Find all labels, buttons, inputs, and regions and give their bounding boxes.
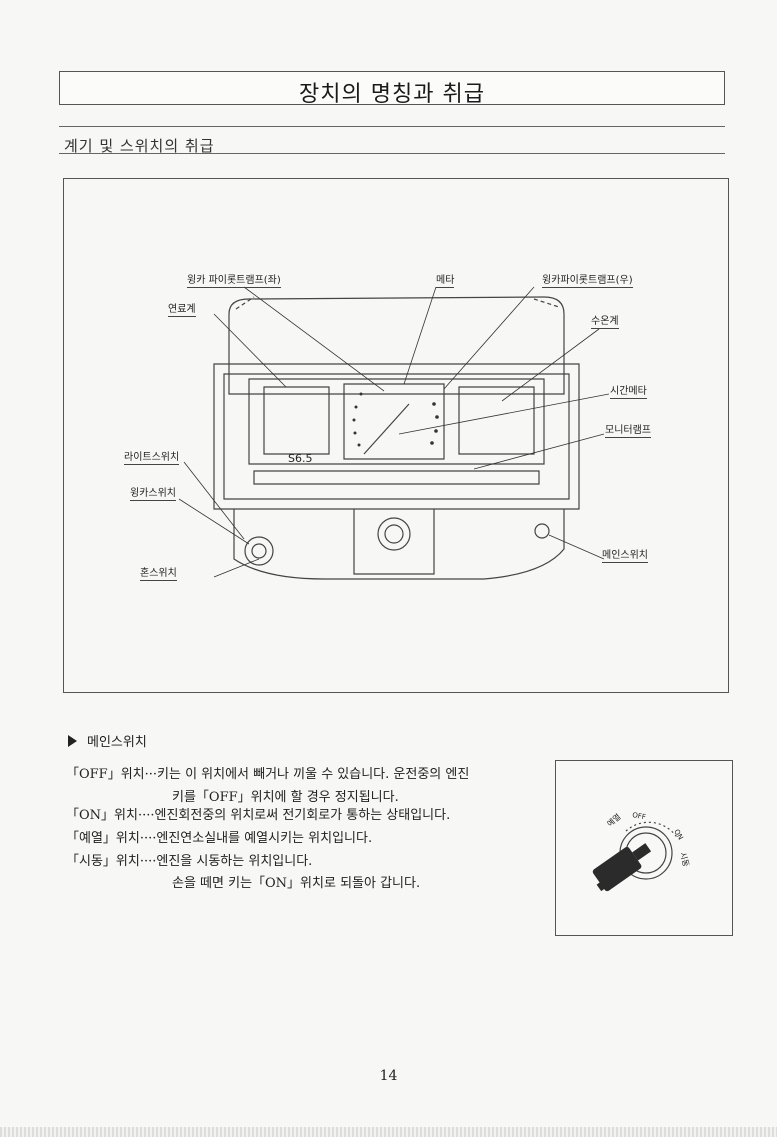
label-water-temp-gauge: 수온계 [591, 312, 619, 329]
key-pos-off: OFF [632, 811, 647, 821]
label-meter: 메타 [436, 271, 455, 288]
triangle-bullet-icon [68, 735, 77, 747]
text-line-on: 「ON」위치····엔진회전중의 위치로써 전기회로가 통하는 상태입니다. [66, 808, 451, 823]
key-switch-illustration: 예열 OFF ON 시동 [555, 760, 733, 936]
key-pos-on: ON [672, 828, 684, 841]
text-line-start-1: 「시동」위치····엔진을 시동하는 위치입니다. [66, 854, 313, 869]
instrument-panel-figure: 윙카 파이롯트램프(좌) 메타 윙카파이롯트램프(우) 연료계 수온계 시간메타… [63, 178, 729, 693]
subtitle-top-rule [59, 126, 725, 127]
key-pos-start: 시동 [678, 851, 691, 868]
label-winker-switch: 윙카스위치 [130, 484, 176, 501]
text-line-off-1: 「OFF」위치···키는 이 위치에서 빼거나 끼울 수 있습니다. 운전중의 … [66, 767, 470, 782]
label-main-switch: 메인스위치 [602, 546, 648, 563]
text-line-preheat: 「예열」위치····엔진연소실내를 예열시키는 위치입니다. [66, 831, 373, 846]
label-light-switch: 라이트스위치 [124, 448, 180, 465]
label-fuel-gauge: 연료계 [168, 300, 196, 317]
page-title: 장치의 명칭과 취급 [299, 82, 485, 107]
subtitle-bottom-rule [59, 153, 725, 154]
main-switch-heading-text: 메인스위치 [87, 735, 147, 750]
page-number: 14 [379, 1068, 398, 1084]
text-line-off-2: 키를「OFF」위치에 할 경우 정지됩니다. [172, 790, 399, 805]
label-winker-pilot-right: 윙카파이롯트램프(우) [542, 271, 633, 288]
key-pos-preheat: 예열 [605, 811, 623, 828]
page-title-box: 장치의 명칭과 취급 [59, 71, 725, 107]
section-subtitle: 계기 및 스위치의 취급 [64, 137, 215, 155]
label-horn-switch: 혼스위치 [140, 564, 177, 581]
key-icon: 예열 OFF ON 시동 [592, 811, 691, 892]
label-winker-pilot-left: 윙카 파이롯트램프(좌) [187, 271, 281, 288]
label-monitor-lamp: 모니터램프 [605, 421, 651, 438]
label-hour-meter: 시간메타 [610, 382, 647, 399]
scan-edge [0, 1127, 777, 1137]
panel-brand-text: S6.5 [288, 452, 313, 465]
dashboard-drawing [178, 286, 610, 580]
main-switch-heading: 메인스위치 [68, 731, 147, 750]
text-line-start-2: 손을 떼면 키는「ON」위치로 되돌아 갑니다. [172, 876, 421, 891]
